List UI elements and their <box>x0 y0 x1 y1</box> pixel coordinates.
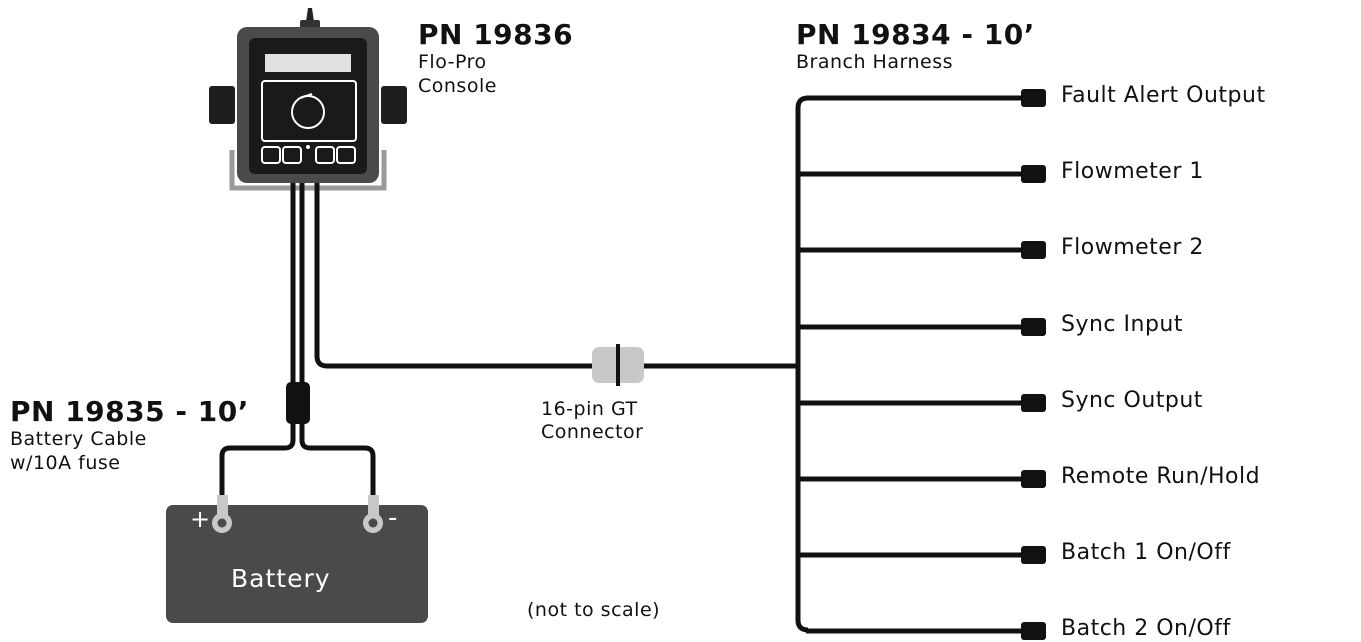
positive-sign: + <box>190 505 212 533</box>
connector-label-line1: 16-pin GT <box>541 398 638 420</box>
negative-sign: - <box>388 503 399 533</box>
output-plug <box>1021 622 1046 640</box>
battery-cable <box>219 183 376 500</box>
console-button-3 <box>315 146 335 164</box>
output-label: Batch 2 On/Off <box>1061 616 1231 641</box>
battery-label: Battery <box>231 564 331 593</box>
console-name-line2: Console <box>418 75 497 97</box>
branch-lines <box>798 89 1046 640</box>
scale-note: (not to scale) <box>527 599 661 621</box>
console-name-line1: Flo-Pro <box>418 51 487 73</box>
output-label: Flowmeter 1 <box>1061 159 1204 184</box>
console-left-knob <box>209 86 235 124</box>
console-button-1 <box>261 146 281 164</box>
console-button-4 <box>336 146 356 164</box>
battery <box>166 495 428 623</box>
harness-part-number: PN 19834 - 10’ <box>796 18 1035 51</box>
battery-body <box>166 505 428 623</box>
console-part-number: PN 19836 <box>418 18 574 51</box>
output-plug <box>1021 470 1046 488</box>
battery-cable-name-line1: Battery Cable <box>10 428 147 450</box>
output-label: Fault Alert Output <box>1061 83 1266 108</box>
output-plug <box>1021 394 1046 412</box>
battery-cable-part-number: PN 19835 - 10’ <box>10 395 249 428</box>
console-display <box>265 54 351 72</box>
battery-cable-name-line2: w/10A fuse <box>10 452 121 474</box>
output-label: Sync Input <box>1061 312 1183 337</box>
console-right-knob <box>381 86 407 124</box>
output-label: Sync Output <box>1061 388 1203 413</box>
branch-trunk <box>795 95 809 633</box>
output-label: Flowmeter 2 <box>1061 235 1204 260</box>
output-plug <box>1021 165 1046 183</box>
gt-connector <box>592 344 644 386</box>
inline-fuse <box>286 382 310 424</box>
negative-terminal <box>363 495 383 533</box>
positive-terminal <box>212 495 232 533</box>
output-label: Batch 1 On/Off <box>1061 540 1231 565</box>
output-plug <box>1021 546 1046 564</box>
output-label: Remote Run/Hold <box>1061 464 1261 489</box>
output-plug <box>1021 241 1046 259</box>
harness-cable <box>314 183 597 369</box>
output-plug <box>1021 89 1046 107</box>
output-plug <box>1021 318 1046 336</box>
connector-label-line2: Connector <box>541 421 644 443</box>
console-device <box>209 8 407 191</box>
harness-name: Branch Harness <box>796 51 953 73</box>
console-button-2 <box>282 146 302 164</box>
